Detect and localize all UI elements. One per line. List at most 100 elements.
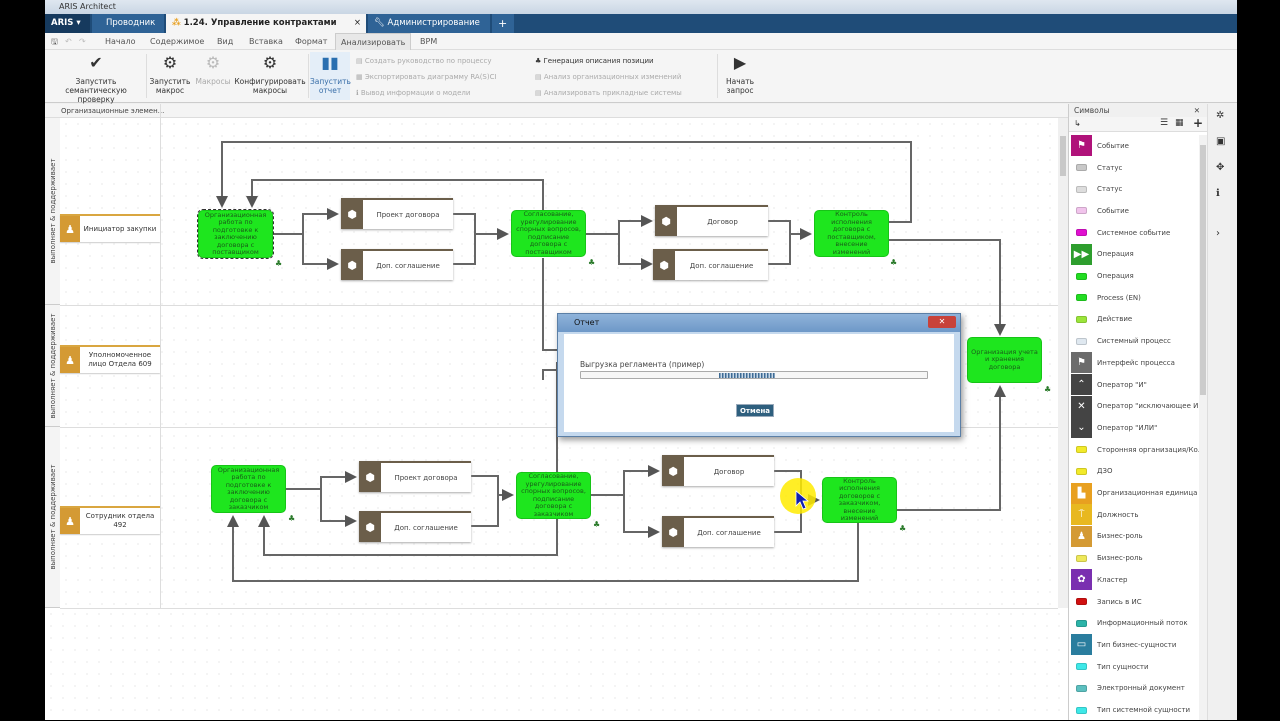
symbols-scrollbar[interactable] — [1199, 135, 1207, 720]
plugin-icon[interactable]: ✥ — [1216, 162, 1225, 173]
symbol-item[interactable]: ⚑Событие — [1071, 135, 1201, 157]
ribbon-tab-home[interactable]: Начало — [105, 37, 136, 46]
tab-administration[interactable]: 🔧︎ Администрирование — [368, 14, 490, 33]
info-icon[interactable]: ℹ — [1216, 188, 1220, 199]
scrollbar-thumb[interactable] — [1060, 136, 1066, 176]
assignment-icon[interactable]: ♣ — [890, 258, 898, 267]
ribbon-tab-contents[interactable]: Содержимое — [150, 37, 205, 46]
function-node[interactable]: Организационная работа по подготовке к з… — [211, 465, 286, 513]
document-node[interactable]: ⬢Доп. соглашение — [359, 511, 471, 542]
symbol-item[interactable]: Операция — [1071, 265, 1201, 287]
create-process-guide[interactable]: ▤ Создать руководство по процессу — [356, 57, 492, 65]
canvas-scrollbar[interactable] — [1058, 118, 1068, 608]
symbol-item[interactable]: Информационный поток — [1071, 612, 1201, 634]
tab-contract-management[interactable]: ⁂ 1.24. Управление контрактами× — [166, 14, 366, 33]
symbol-item[interactable]: ДЗО — [1071, 461, 1201, 483]
symbol-item[interactable]: ✕Оператор "исключающее И... — [1071, 395, 1201, 417]
close-panel-icon[interactable]: ✕ — [1193, 106, 1200, 115]
function-node[interactable]: Согласование, урегулирование спорных воп… — [511, 210, 586, 257]
symbols-panel-icon[interactable]: ▣ — [1216, 136, 1226, 147]
model-info-output[interactable]: ℹ Вывод информации о модели — [356, 89, 471, 97]
ribbon-tab-format[interactable]: Формат — [295, 37, 328, 46]
symbol-item[interactable]: ⌃Оператор "И" — [1071, 374, 1201, 396]
symbol-item[interactable]: Тип сущности — [1071, 656, 1201, 678]
symbol-item[interactable]: ⚑Интерфейс процесса — [1071, 352, 1201, 374]
assignment-icon[interactable]: ♣ — [275, 259, 283, 268]
run-macro-button[interactable]: ⚙Запустить макрос — [148, 52, 192, 95]
cancel-button[interactable]: Отмена — [736, 404, 774, 417]
start-query-button[interactable]: ▶Начать запрос — [721, 52, 759, 95]
expand-chevron-icon[interactable]: › — [1216, 228, 1220, 239]
assignment-icon[interactable]: ♣ — [588, 258, 596, 267]
document-node[interactable]: ⬢Доп. соглашение — [341, 249, 453, 280]
function-node[interactable]: Контроль исполнения договора с поставщик… — [814, 210, 889, 257]
symbol-item[interactable]: ✿Кластер — [1071, 569, 1201, 591]
macros-button[interactable]: ⚙Макросы — [193, 52, 233, 86]
symbol-item[interactable]: Бизнес-роль — [1071, 547, 1201, 569]
symbol-item[interactable]: ⍑Должность — [1071, 504, 1201, 526]
export-raci[interactable]: ▦ Экспортировать диаграмму RA(S)CI — [356, 73, 497, 81]
symbol-item[interactable]: Process (EN) — [1071, 287, 1201, 309]
tab-explorer[interactable]: Проводник — [92, 14, 164, 33]
role-node[interactable]: ♟Инициатор закупки — [60, 214, 160, 242]
settings-icon[interactable]: ✲ — [1216, 110, 1225, 121]
symbol-item[interactable]: Запись в ИС — [1071, 591, 1201, 613]
list-view-icon[interactable]: ☰ — [1160, 118, 1169, 128]
semantic-check-button[interactable]: ✔Запустить семантическую проверку — [48, 52, 144, 104]
role-node[interactable]: ♟Уполномоченное лицо Отдела 609 — [60, 345, 160, 373]
document-node[interactable]: ⬢Проект договора — [359, 461, 471, 492]
assignment-icon[interactable]: ♣ — [288, 514, 296, 523]
assignment-icon[interactable]: ♣ — [1044, 385, 1052, 394]
undo-icon[interactable]: ↶ — [65, 37, 72, 46]
symbol-item[interactable]: ⌄Оператор "ИЛИ" — [1071, 417, 1201, 439]
symbol-item[interactable]: ▙Организационная единица — [1071, 482, 1201, 504]
symbol-item[interactable]: Системный процесс — [1071, 330, 1201, 352]
assignment-icon[interactable]: ♣ — [593, 520, 601, 529]
document-node[interactable]: ⬢Договор — [662, 455, 774, 486]
close-tab-icon[interactable]: × — [353, 18, 361, 28]
canvas-bottom[interactable] — [45, 608, 1068, 720]
symbol-item[interactable]: Тип системной сущности — [1071, 699, 1201, 721]
model-tab-label: 1.24. Управление контрактами — [183, 18, 337, 28]
save-icon[interactable]: 🖫 — [51, 37, 58, 46]
document-node[interactable]: ⬢Договор — [655, 205, 768, 236]
role-node[interactable]: ♟Сотрудник отдела 492 — [60, 506, 160, 534]
ribbon-tab-bpm[interactable]: BPM — [420, 37, 438, 46]
configure-macros-button[interactable]: ⚙Конфигурировать макросы — [234, 52, 306, 95]
symbol-item[interactable]: ▶▶Операция — [1071, 243, 1201, 266]
symbol-item[interactable]: Сторонняя организация/Ко... — [1071, 439, 1201, 461]
symbol-item[interactable]: Системное событие — [1071, 222, 1201, 244]
analyze-app-systems[interactable]: ▤ Анализировать прикладные системы — [535, 89, 682, 97]
symbol-item[interactable]: ♟Бизнес-роль — [1071, 525, 1201, 548]
symbol-icon: ⚑ — [1071, 352, 1092, 374]
run-report-button[interactable]: ▮▮Запустить отчет — [310, 52, 351, 100]
function-node[interactable]: Согласование, урегулирование спорных воп… — [516, 472, 591, 519]
dialog-close-button[interactable]: ✕ — [928, 316, 956, 328]
document-node[interactable]: ⬢Доп. соглашение — [662, 516, 774, 547]
symbol-item[interactable]: Электронный документ — [1071, 678, 1201, 700]
ribbon-tab-analyze[interactable]: Анализировать — [335, 33, 412, 51]
generate-position-description[interactable]: ♣ Генерация описания позиции — [535, 57, 654, 65]
function-node[interactable]: Контроль исполнения договоров с заказчик… — [822, 477, 897, 523]
symbol-item[interactable]: Статус — [1071, 157, 1201, 179]
connector-icon[interactable]: ↳ — [1074, 119, 1081, 128]
ribbon-tab-view[interactable]: Вид — [217, 37, 234, 46]
symbol-item[interactable]: Действие — [1071, 309, 1201, 331]
symbol-item[interactable]: Статус — [1071, 178, 1201, 200]
function-node[interactable]: Организация учета и хранения договора — [967, 337, 1042, 383]
new-tab-button[interactable]: + — [492, 14, 514, 33]
redo-icon[interactable]: ↷ — [79, 37, 86, 46]
function-node-selected[interactable]: Организационная работа по подготовке к з… — [197, 209, 274, 259]
symbol-item[interactable]: ▭Тип бизнес-сущности — [1071, 634, 1201, 656]
aris-menu-button[interactable]: ARIS ▾ — [45, 14, 90, 33]
grid-view-icon[interactable]: ▦ — [1175, 118, 1184, 128]
right-sidebar: ✲ ▣ ✥ ℹ › — [1207, 104, 1237, 720]
add-symbol-icon[interactable]: + — [1193, 116, 1204, 130]
ribbon-tab-insert[interactable]: Вставка — [249, 37, 283, 46]
document-node[interactable]: ⬢Проект договора — [341, 198, 453, 229]
symbol-item[interactable]: Событие — [1071, 200, 1201, 222]
analyze-org-changes[interactable]: ▤ Анализ организационных изменений — [535, 73, 682, 81]
document-node[interactable]: ⬢Доп. соглашение — [653, 249, 768, 280]
assignment-icon[interactable]: ♣ — [899, 524, 907, 533]
